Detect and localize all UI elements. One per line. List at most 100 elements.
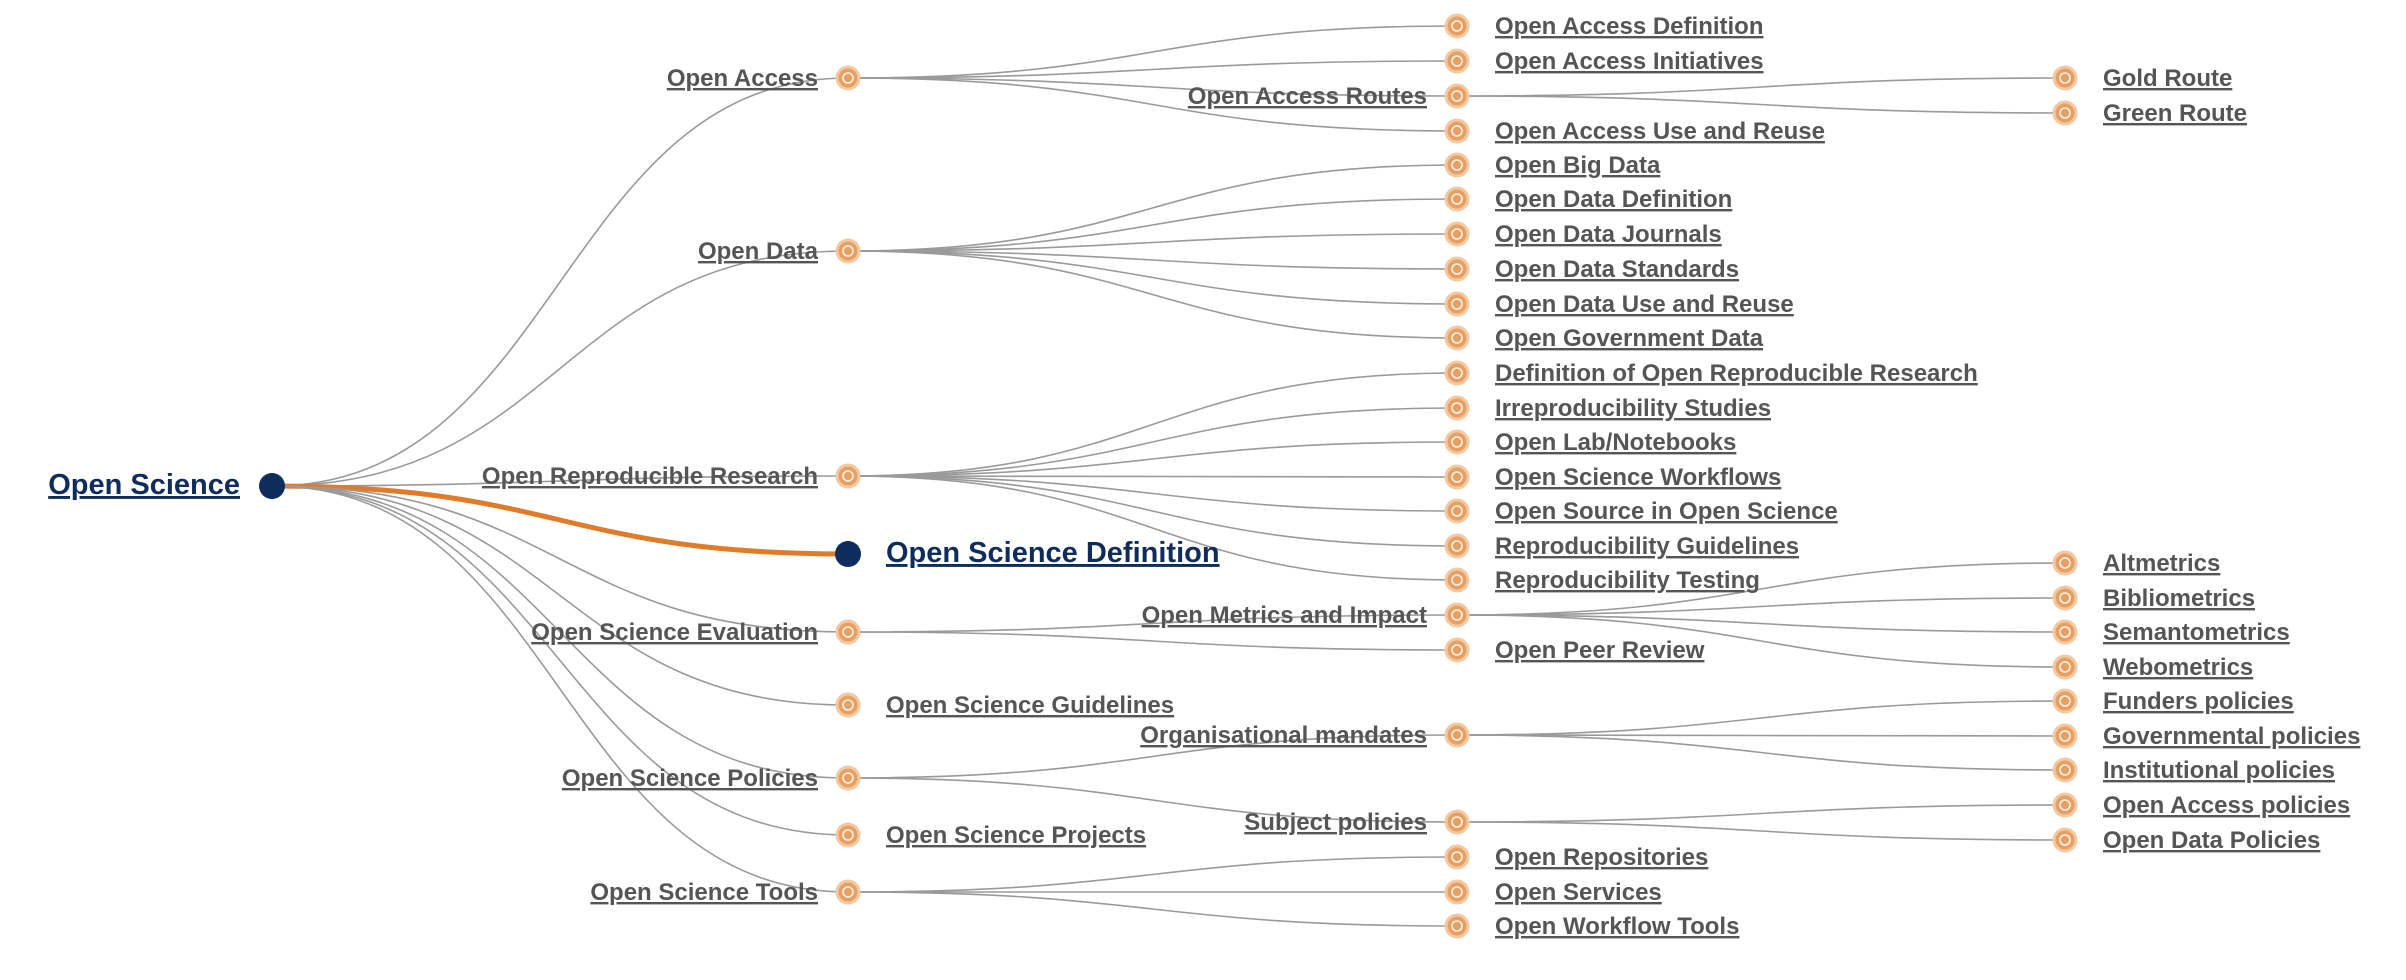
node-label-bibliometrics[interactable]: Bibliometrics [2103, 585, 2255, 612]
node-label-reproducibility-guidelines[interactable]: Reproducibility Guidelines [1495, 533, 1799, 560]
node-label-reproducibility-testing[interactable]: Reproducibility Testing [1495, 567, 1760, 594]
node-funders-policies[interactable]: Funders policies [2052, 688, 2294, 715]
node-label-open-data-standards[interactable]: Open Data Standards [1495, 256, 1739, 283]
node-open-source-in-open-science[interactable]: Open Source in Open Science [1444, 498, 1838, 525]
node-green-route[interactable]: Green Route [2052, 100, 2247, 127]
node-dot[interactable] [2052, 65, 2078, 91]
node-dot[interactable] [835, 692, 861, 718]
node-label-open-science-definition[interactable]: Open Science Definition [886, 537, 1220, 569]
node-open-metrics-and-impact[interactable]: Open Metrics and Impact [1142, 602, 1470, 629]
node-dot[interactable] [2052, 827, 2078, 853]
node-open-science-tools[interactable]: Open Science Tools [590, 879, 861, 906]
node-dot[interactable] [1444, 221, 1470, 247]
node-label-open-data-policies[interactable]: Open Data Policies [2103, 827, 2320, 854]
node-open-workflow-tools[interactable]: Open Workflow Tools [1444, 913, 1739, 940]
node-label-open-science-projects[interactable]: Open Science Projects [886, 822, 1146, 849]
node-irreproducibility-studies[interactable]: Irreproducibility Studies [1444, 395, 1771, 422]
node-label-gold-route[interactable]: Gold Route [2103, 65, 2232, 92]
node-label-funders-policies[interactable]: Funders policies [2103, 688, 2294, 715]
node-open-access-use-and-reuse[interactable]: Open Access Use and Reuse [1444, 118, 1825, 145]
node-label-open-science-guidelines[interactable]: Open Science Guidelines [886, 692, 1174, 719]
node-definition-of-open-reproducible-research[interactable]: Definition of Open Reproducible Research [1444, 360, 1978, 387]
node-organisational-mandates[interactable]: Organisational mandates [1140, 722, 1470, 749]
node-open-access-policies[interactable]: Open Access policies [2052, 792, 2350, 819]
node-open-peer-review[interactable]: Open Peer Review [1444, 637, 1705, 664]
node-label-organisational-mandates[interactable]: Organisational mandates [1140, 722, 1427, 749]
node-label-open-access-use-and-reuse[interactable]: Open Access Use and Reuse [1495, 118, 1825, 145]
node-dot[interactable] [1444, 186, 1470, 212]
node-label-open-access[interactable]: Open Access [667, 65, 818, 92]
node-label-subject-policies[interactable]: Subject policies [1244, 809, 1427, 836]
node-dot[interactable] [1444, 464, 1470, 490]
node-dot[interactable] [835, 65, 861, 91]
node-open-access-definition[interactable]: Open Access Definition [1444, 13, 1764, 40]
node-open-science-evaluation[interactable]: Open Science Evaluation [531, 619, 861, 646]
node-gold-route[interactable]: Gold Route [2052, 65, 2232, 92]
node-dot[interactable] [1444, 844, 1470, 870]
node-label-open-big-data[interactable]: Open Big Data [1495, 152, 1661, 179]
node-dot[interactable] [1444, 722, 1470, 748]
node-label-definition-of-open-reproducible-research[interactable]: Definition of Open Reproducible Research [1495, 360, 1978, 387]
node-dot[interactable] [1444, 13, 1470, 39]
node-dot[interactable] [1444, 498, 1470, 524]
node-open-access-initiatives[interactable]: Open Access Initiatives [1444, 48, 1764, 75]
node-label-open-reproducible-research[interactable]: Open Reproducible Research [482, 463, 818, 490]
node-dot[interactable] [1444, 291, 1470, 317]
node-label-open-science-policies[interactable]: Open Science Policies [562, 765, 818, 792]
node-open-access[interactable]: Open Access [667, 65, 861, 92]
node-open-data-standards[interactable]: Open Data Standards [1444, 256, 1739, 283]
node-label-open-access-initiatives[interactable]: Open Access Initiatives [1495, 48, 1764, 75]
node-open-services[interactable]: Open Services [1444, 879, 1662, 906]
node-dot[interactable] [1444, 256, 1470, 282]
node-open-reproducible-research[interactable]: Open Reproducible Research [482, 463, 861, 490]
node-label-open-access-definition[interactable]: Open Access Definition [1495, 13, 1764, 40]
node-dot[interactable] [835, 822, 861, 848]
node-dot[interactable] [2052, 654, 2078, 680]
node-dot[interactable] [1444, 395, 1470, 421]
node-label-open-services[interactable]: Open Services [1495, 879, 1662, 906]
node-dot[interactable] [1444, 567, 1470, 593]
node-dot[interactable] [2052, 757, 2078, 783]
node-label-open-science[interactable]: Open Science [48, 469, 240, 501]
node-dot[interactable] [2052, 100, 2078, 126]
node-label-institutional-policies[interactable]: Institutional policies [2103, 757, 2335, 784]
node-label-open-science-tools[interactable]: Open Science Tools [590, 879, 818, 906]
node-dot[interactable] [2052, 688, 2078, 714]
node-open-big-data[interactable]: Open Big Data [1444, 152, 1661, 179]
node-subject-policies[interactable]: Subject policies [1244, 809, 1470, 836]
node-open-data-journals[interactable]: Open Data Journals [1444, 221, 1722, 248]
node-open-science-workflows[interactable]: Open Science Workflows [1444, 464, 1781, 491]
node-institutional-policies[interactable]: Institutional policies [2052, 757, 2335, 784]
node-open-science-projects[interactable]: Open Science Projects [835, 822, 1146, 849]
node-label-open-peer-review[interactable]: Open Peer Review [1495, 637, 1705, 664]
node-dot[interactable] [1444, 48, 1470, 74]
node-open-data-definition[interactable]: Open Data Definition [1444, 186, 1732, 213]
node-open-repositories[interactable]: Open Repositories [1444, 844, 1708, 871]
node-open-data-use-and-reuse[interactable]: Open Data Use and Reuse [1444, 291, 1794, 318]
node-dot[interactable] [1444, 152, 1470, 178]
node-label-open-metrics-and-impact[interactable]: Open Metrics and Impact [1142, 602, 1427, 629]
node-dot[interactable] [1444, 325, 1470, 351]
node-label-open-science-evaluation[interactable]: Open Science Evaluation [531, 619, 818, 646]
node-open-data[interactable]: Open Data [698, 238, 861, 265]
node-open-data-policies[interactable]: Open Data Policies [2052, 827, 2320, 854]
node-dot[interactable] [1444, 118, 1470, 144]
node-webometrics[interactable]: Webometrics [2052, 654, 2253, 681]
node-label-open-data[interactable]: Open Data [698, 238, 819, 265]
node-label-open-repositories[interactable]: Open Repositories [1495, 844, 1708, 871]
node-label-irreproducibility-studies[interactable]: Irreproducibility Studies [1495, 395, 1771, 422]
node-label-open-workflow-tools[interactable]: Open Workflow Tools [1495, 913, 1739, 940]
node-open-lab-notebooks[interactable]: Open Lab/Notebooks [1444, 429, 1736, 456]
node-semantometrics[interactable]: Semantometrics [2052, 619, 2290, 646]
node-dot[interactable] [1444, 637, 1470, 663]
node-label-semantometrics[interactable]: Semantometrics [2103, 619, 2290, 646]
node-label-open-science-workflows[interactable]: Open Science Workflows [1495, 464, 1781, 491]
node-open-science[interactable]: Open Science [48, 469, 285, 501]
node-dot[interactable] [2052, 585, 2078, 611]
node-dot[interactable] [2052, 792, 2078, 818]
node-open-science-definition[interactable]: Open Science Definition [835, 537, 1220, 569]
node-label-open-data-journals[interactable]: Open Data Journals [1495, 221, 1722, 248]
node-label-open-lab-notebooks[interactable]: Open Lab/Notebooks [1495, 429, 1736, 456]
root-node-dot[interactable] [259, 473, 285, 499]
node-label-open-government-data[interactable]: Open Government Data [1495, 325, 1764, 352]
